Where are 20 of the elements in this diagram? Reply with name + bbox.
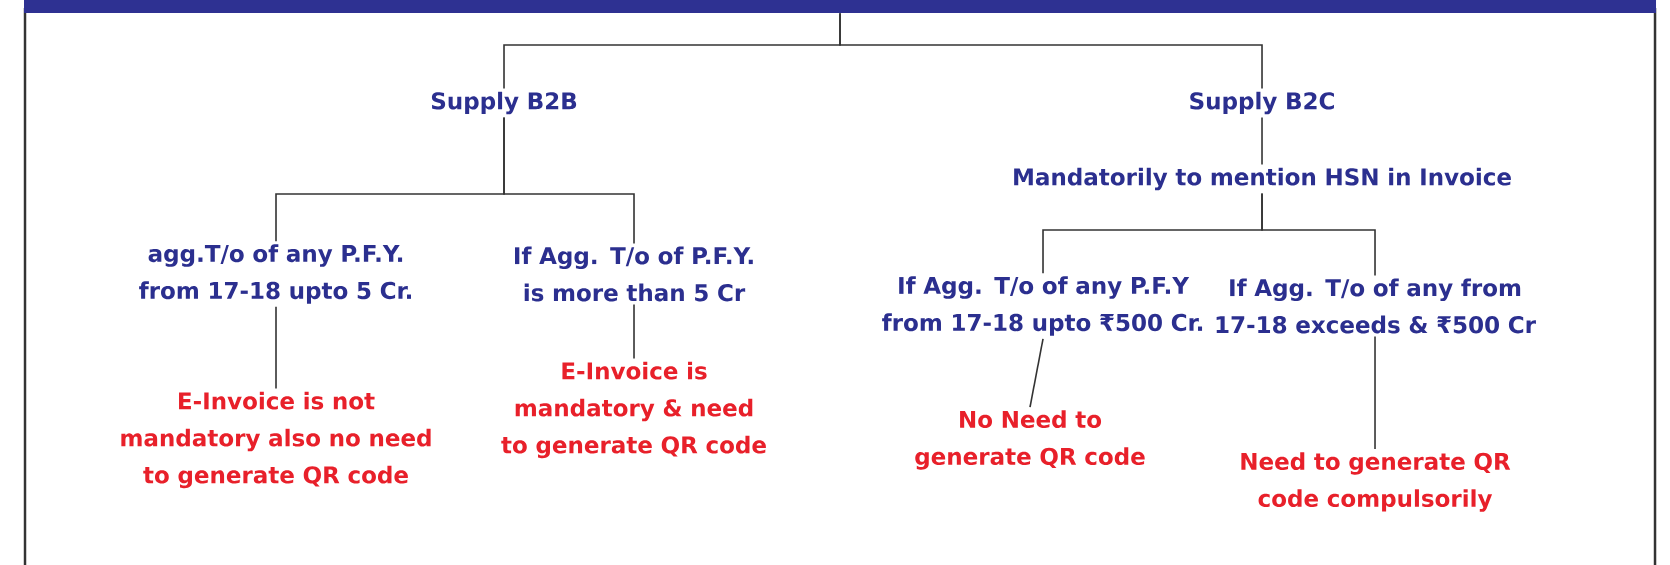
connector-line <box>1029 338 1044 408</box>
connector-line <box>275 306 277 390</box>
result-text: Need to generate QR code compulsorily <box>1241 452 1511 512</box>
condition-text: agg.T/o of any P.F.Y. from 17-18 upto 5 Cr. <box>139 244 411 304</box>
condition-text: Supply B2B <box>431 91 577 115</box>
connector-line <box>503 116 635 245</box>
condition-text: If Agg. T/o of any from 17-18 exceeds & ₹500 Cr <box>1216 278 1536 334</box>
connector-line <box>1261 116 1263 166</box>
connector-line <box>633 303 635 360</box>
header-bar <box>24 0 1656 13</box>
result-text: E-Invoice is mandatory & need to generate QR code <box>501 361 766 459</box>
condition-text: Supply B2C <box>1190 91 1334 115</box>
condition-text: If Agg. T/o of any P.F.Y from 17-18 upto ₹500 Cr. <box>882 276 1203 336</box>
connector-line <box>1261 192 1376 277</box>
condition-text: If Agg. T/o of P.F.Y. is more than 5 Cr <box>515 246 753 302</box>
result-text: E-Invoice is not mandatory also no need to generate QR code <box>121 391 431 489</box>
connector-line <box>839 12 1263 90</box>
condition-text: Mandatorily to mention HSN in Invoice <box>1014 167 1511 191</box>
connector-line <box>1374 335 1376 450</box>
result-text: No Need to generate QR code <box>915 410 1145 470</box>
